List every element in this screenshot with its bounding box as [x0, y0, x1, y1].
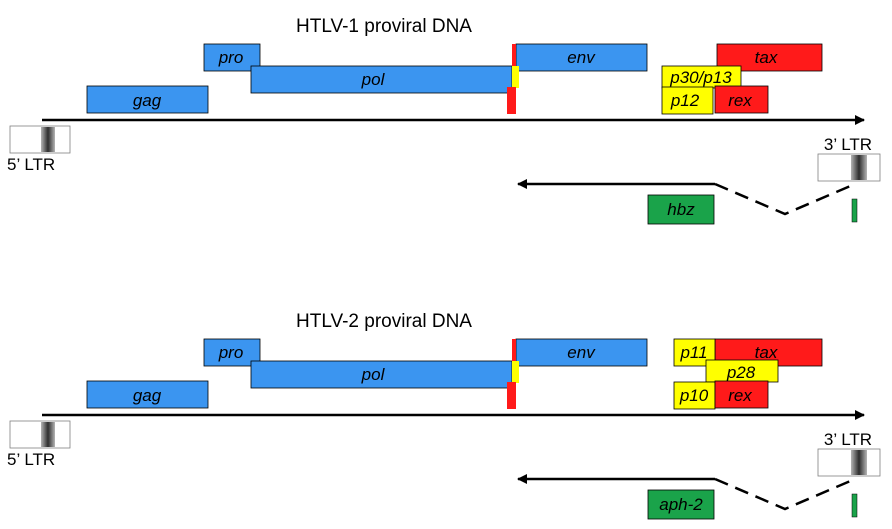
rex-label: rex: [728, 91, 752, 110]
red-marker-top: [512, 44, 516, 66]
pro-label: pro: [218, 48, 244, 67]
gene-p10: p10: [673, 381, 716, 410]
gene-p28: p28: [705, 359, 779, 383]
ltr-3prime: 3’ LTR: [817, 135, 881, 182]
ltr3-label: 3’ LTR: [824, 135, 872, 154]
ltr5-label: 5’ LTR: [7, 155, 55, 174]
red-marker-bottom: [507, 87, 516, 114]
ltr3-box: [817, 153, 881, 182]
ltr5-label: 5’ LTR: [7, 450, 55, 469]
p10-label: p10: [679, 386, 709, 405]
p11-label: p11: [679, 343, 707, 362]
rex-box: [714, 380, 769, 409]
pro-label: pro: [218, 343, 244, 362]
gene-tax: tax: [716, 43, 823, 72]
splice-connector: [714, 477, 856, 511]
gene-env: env: [515, 43, 648, 72]
ltr5-box: [9, 125, 71, 154]
ltr3-box: [817, 448, 881, 477]
gag-box: [86, 380, 209, 409]
panel-title: HTLV-2 proviral DNA: [296, 311, 472, 332]
panel-title: HTLV-1 proviral DNA: [296, 16, 472, 37]
gene-pro: pro: [203, 43, 261, 72]
env-box: [515, 43, 648, 72]
pol-label: pol: [361, 365, 386, 384]
gene-env: env: [515, 338, 648, 367]
p10-box: [673, 381, 716, 410]
gene-p12: p12: [661, 86, 714, 115]
ltr5-core: [41, 127, 55, 152]
gag-box: [86, 85, 209, 114]
env-label: env: [567, 343, 596, 362]
ltr5-box: [9, 420, 71, 449]
aph-2-box: [647, 489, 715, 520]
yellow-marker: [512, 361, 519, 383]
gag-label: gag: [133, 386, 162, 405]
ltr-3prime: 3’ LTR: [817, 430, 881, 477]
red-marker-bottom: [507, 382, 516, 409]
ltr5-core: [41, 422, 55, 447]
rex-label: rex: [728, 386, 752, 405]
gene-pol: pol: [250, 65, 513, 94]
p28-label: p28: [726, 363, 756, 382]
gene-p11: p11: [673, 338, 716, 367]
panel-htlv1: HTLV-1 proviral DNA gag pro pol env tax …: [7, 16, 881, 225]
gag-label: gag: [133, 91, 162, 110]
hbz-label: hbz: [667, 200, 695, 219]
p30-p13-label: p30/p13: [669, 68, 732, 87]
gene-aph-2: aph-2: [647, 489, 715, 520]
gene-p30-p13: p30/p13: [661, 65, 742, 89]
gene-rex: rex: [714, 85, 769, 114]
env-box: [515, 338, 648, 367]
gene-hbz: hbz: [647, 194, 715, 225]
ltr3-core: [851, 155, 867, 180]
splice-connector: [714, 182, 856, 216]
gene-rex: rex: [714, 380, 769, 409]
env-label: env: [567, 48, 596, 67]
ltr3-label: 3’ LTR: [824, 430, 872, 449]
antisense-exon: [851, 198, 858, 223]
ltr-5prime: 5’ LTR: [7, 420, 71, 469]
tax-label: tax: [755, 343, 778, 362]
hbz-box: [647, 194, 715, 225]
gene-pro: pro: [203, 338, 261, 367]
rex-box: [714, 85, 769, 114]
gene-gag: gag: [86, 85, 209, 114]
pol-label: pol: [361, 70, 386, 89]
ltr-5prime: 5’ LTR: [7, 125, 71, 174]
p12-label: p12: [670, 91, 700, 110]
gene-pol: pol: [250, 360, 513, 389]
panel-htlv2: HTLV-2 proviral DNA gag pro pol env tax …: [7, 311, 881, 520]
antisense-exon: [851, 493, 858, 518]
yellow-marker: [512, 66, 519, 88]
aph-2-label: aph-2: [659, 495, 703, 514]
ltr3-core: [851, 450, 867, 475]
gene-gag: gag: [86, 380, 209, 409]
tax-label: tax: [755, 48, 778, 67]
p12-box: [661, 86, 714, 115]
pol-box: [250, 360, 513, 389]
red-marker-top: [512, 339, 516, 361]
